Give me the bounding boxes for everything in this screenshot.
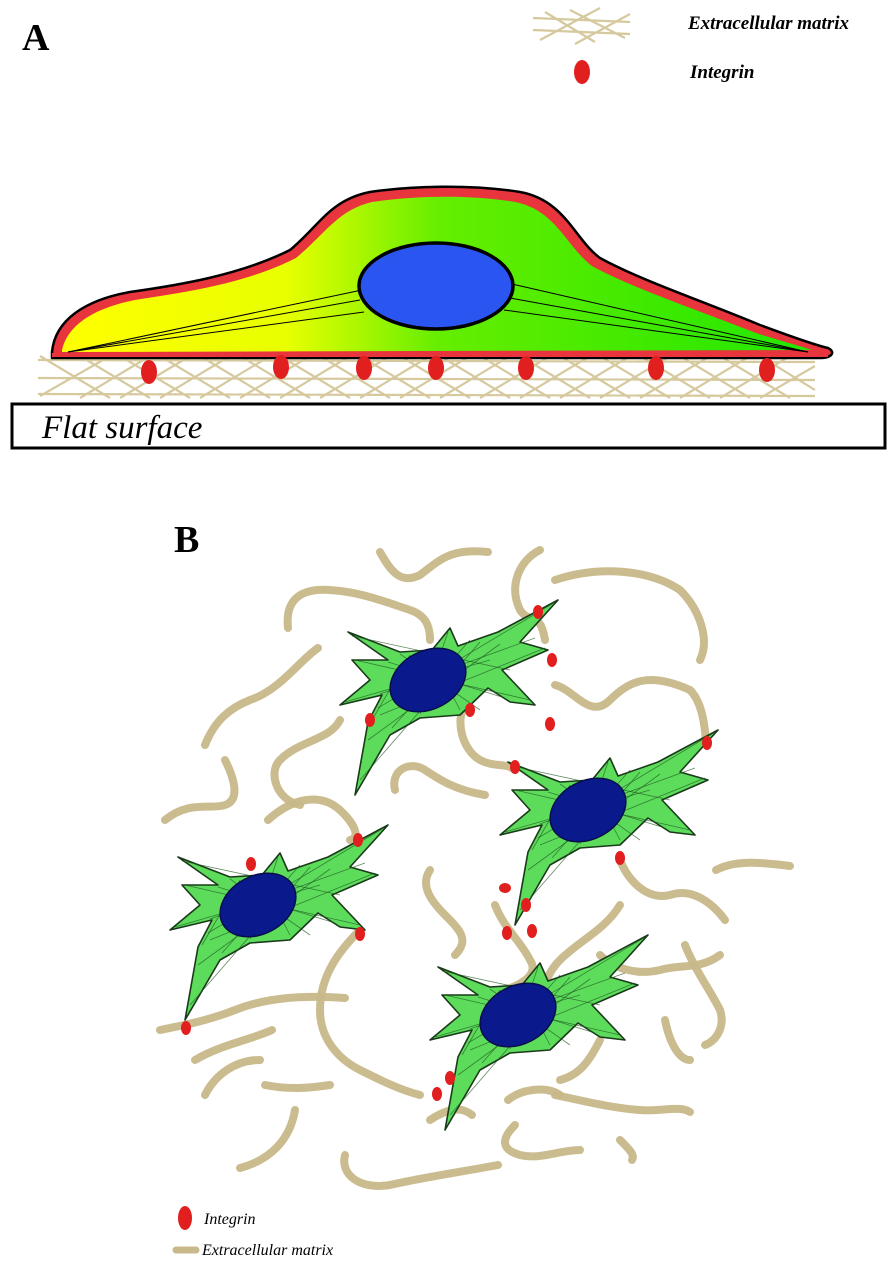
integrin-marker (465, 703, 475, 717)
panel-b-cell-1 (340, 600, 558, 795)
legend-b-integrin-label: Integrin (203, 1211, 256, 1228)
integrin-marker (502, 926, 512, 940)
integrin-marker (615, 851, 625, 865)
panel-a-letter: A (22, 17, 50, 59)
integrin-marker (702, 736, 712, 750)
integrin-marker (356, 356, 372, 380)
panel-b-letter: B (174, 519, 199, 561)
integrin-marker (141, 360, 157, 384)
integrin-marker (545, 717, 555, 731)
integrin-marker (499, 883, 511, 893)
legend-a-matrix-swatch (533, 8, 630, 44)
panel-b-cell-4 (430, 935, 648, 1130)
integrin-marker (547, 653, 557, 667)
integrin-marker (365, 713, 375, 727)
integrin-marker (181, 1021, 191, 1035)
integrin-marker (521, 898, 531, 912)
legend-a-integrin-swatch (574, 60, 590, 84)
legend-b-integrin-swatch (178, 1206, 192, 1230)
flat-surface-label: Flat surface (41, 410, 202, 446)
integrin-marker (353, 833, 363, 847)
integrin-marker (533, 605, 543, 619)
panel-a-nucleus (359, 243, 513, 329)
integrin-marker (518, 356, 534, 380)
panel-a-cell (52, 187, 832, 358)
integrin-marker (445, 1071, 455, 1085)
integrin-marker (510, 760, 520, 774)
integrin-marker (648, 356, 664, 380)
integrin-marker (432, 1087, 442, 1101)
integrin-marker (527, 924, 537, 938)
legend-b-matrix-label: Extracellular matrix (201, 1242, 333, 1259)
integrin-marker (355, 927, 365, 941)
legend-a-integrin-label: Integrin (689, 62, 754, 83)
integrin-marker (428, 356, 444, 380)
panel-b-cell-3 (170, 825, 388, 1020)
integrin-marker (246, 857, 256, 871)
integrin-marker (273, 355, 289, 379)
legend-a-matrix-label: Extracellular matrix (687, 13, 849, 34)
integrin-marker (759, 358, 775, 382)
